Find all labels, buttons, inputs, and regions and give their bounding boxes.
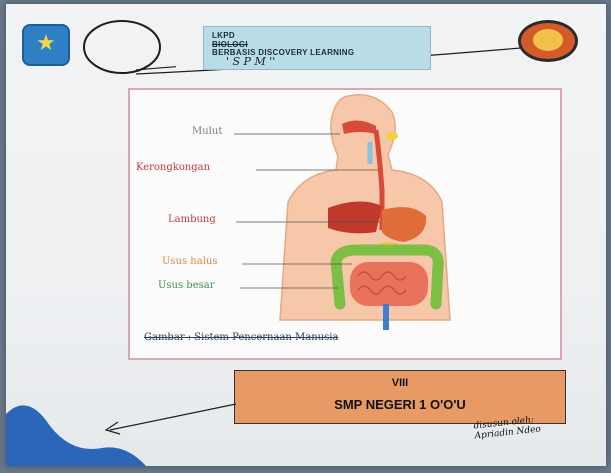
salivary-gland <box>386 132 398 140</box>
tut-wuri-handayani-logo: ★ <box>22 24 70 66</box>
liver <box>328 201 382 233</box>
small-intestine <box>350 262 428 306</box>
grade-label: VIII <box>235 377 565 389</box>
label-usus-besar: Usus besar <box>158 280 215 291</box>
wheat-emblem-icon <box>533 29 563 51</box>
worksheet-page: ★ LKPD BIOLOGI BERBASIS DISCOVERY LEARNI… <box>6 4 606 466</box>
label-usus-halus: Usus halus <box>162 256 217 267</box>
school-emblem-logo <box>518 20 578 62</box>
label-mulut: Mulut <box>192 126 222 137</box>
school-name-label: SMP NEGERI 1 O'O'U <box>235 397 565 412</box>
blue-wave-decoration <box>6 396 146 466</box>
header-line-1: LKPD <box>212 31 235 40</box>
class-info-box: VIII SMP NEGERI 1 O'O'U <box>234 370 566 424</box>
label-lambung: Lambung <box>168 214 216 225</box>
handwritten-header-note: ' S P M '' <box>226 55 275 68</box>
digestive-system-figure: Mulut Kerongkongan Lambung Usus halus Us… <box>128 88 562 360</box>
figure-caption: Gambar : Sistem Pencernaan Manusia <box>144 332 338 343</box>
star-icon: ★ <box>32 31 60 57</box>
title-label-box: LKPD BIOLOGI BERBASIS DISCOVERY LEARNING… <box>203 26 431 70</box>
label-kerongkongan: Kerongkongan <box>136 162 210 173</box>
